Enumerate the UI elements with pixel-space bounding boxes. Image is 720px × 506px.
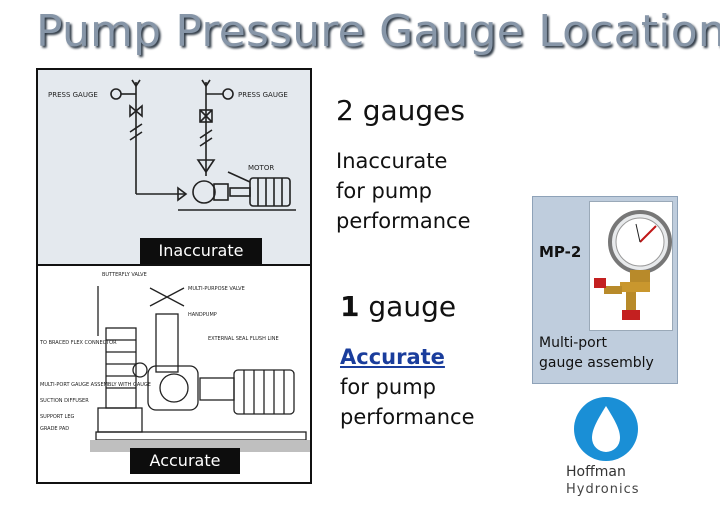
product-caption-line1: Multi-port xyxy=(539,335,607,351)
inaccurate-tag: Inaccurate xyxy=(140,238,262,264)
one-gauge-word: gauge xyxy=(359,290,457,323)
motor-label: MOTOR xyxy=(248,164,274,172)
gauge-assembly-image xyxy=(589,201,673,331)
callout-multi-port-gauge: MULTI-PORT GAUGE ASSEMBLY WITH GAUGE xyxy=(40,382,151,388)
inaccurate-piping-diagram: PRESS GAUGE PRESS GAUGE MOTOR Inaccurate xyxy=(38,70,310,266)
one-gauge-number: 1 xyxy=(340,290,360,323)
accurate-tag: Accurate xyxy=(130,448,240,474)
one-gauge-description: Accurate for pump performance xyxy=(340,342,475,432)
accurate-piping-diagram: BUTTERFLY VALVE MULTI-PURPOSE VALVE HAND… xyxy=(38,266,310,482)
product-caption-line2: gauge assembly xyxy=(539,355,654,371)
press-gauge-right-label: PRESS GAUGE xyxy=(238,91,288,99)
product-caption: Multi-port gauge assembly xyxy=(539,333,654,373)
inaccurate-label: Inaccurate xyxy=(336,149,448,173)
product-model: MP-2 xyxy=(539,243,582,261)
one-gauge-line3: performance xyxy=(340,405,475,429)
callout-flex-connector: TO BRACED FLEX CONNECTOR xyxy=(39,340,117,346)
product-card: MP-2 Multi-port gauge assembly xyxy=(532,196,678,384)
water-drop-icon xyxy=(574,397,638,461)
press-gauge-left-label: PRESS GAUGE xyxy=(48,91,98,99)
one-gauge-heading: 1 gauge xyxy=(340,290,456,323)
accurate-label: Accurate xyxy=(340,345,445,369)
hoffman-logo xyxy=(566,394,646,464)
callout-butterfly-valve: BUTTERFLY VALVE xyxy=(102,272,147,278)
callout-grade-pad: GRADE PAD xyxy=(40,426,69,432)
one-gauge-line2: for pump xyxy=(340,375,436,399)
brand-name: Hoffman xyxy=(566,464,626,480)
callout-handpump: HANDPUMP xyxy=(188,312,217,318)
callout-suction-diffuser: SUCTION DIFFUSER xyxy=(40,398,89,404)
two-gauges-heading: 2 gauges xyxy=(336,94,465,127)
callout-multi-purpose-valve: MULTI-PURPOSE VALVE xyxy=(188,286,245,292)
two-gauge-schematic: PRESS GAUGE PRESS GAUGE MOTOR xyxy=(48,79,296,211)
two-gauges-line2: for pump xyxy=(336,179,432,203)
slide-title: Pump Pressure Gauge Location xyxy=(36,6,720,57)
callout-support-leg: SUPPORT LEG xyxy=(40,414,74,420)
two-gauges-line3: performance xyxy=(336,209,471,233)
brand-subname: Hydronics xyxy=(566,482,640,497)
two-gauges-description: Inaccurate for pump performance xyxy=(336,146,471,236)
diagram-panel: PRESS GAUGE PRESS GAUGE MOTOR Inaccurate xyxy=(36,68,312,484)
callout-seal-flush-line: EXTERNAL SEAL FLUSH LINE xyxy=(208,336,279,342)
pressure-gauge-icon xyxy=(594,210,672,320)
